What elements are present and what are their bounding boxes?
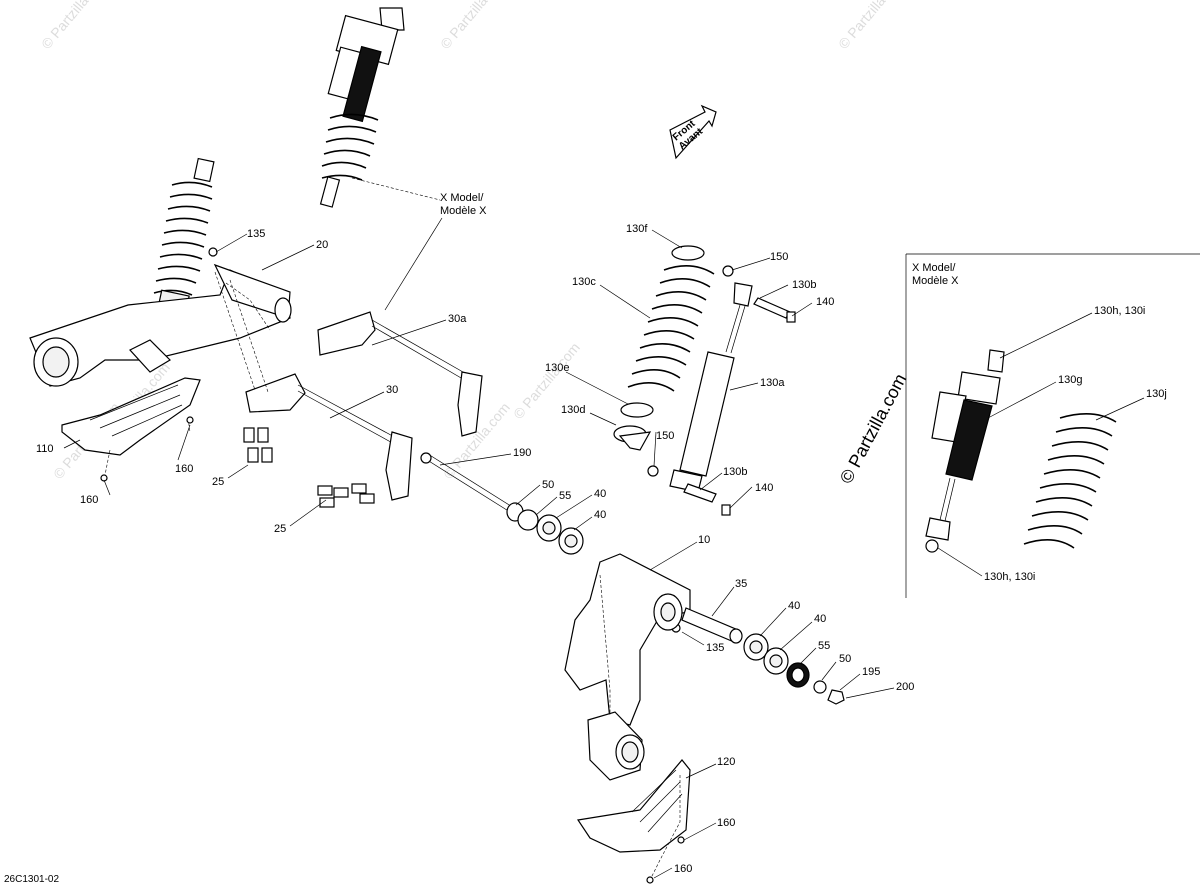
callout-25: 25 <box>274 523 286 535</box>
callout-130b: 130b <box>792 279 816 291</box>
callout-40: 40 <box>594 509 606 521</box>
callout-160: 160 <box>674 863 692 875</box>
callout-135: 135 <box>247 228 265 240</box>
x-model-leader: X Model/ Modèle X <box>351 177 487 311</box>
watermark-text: © Partzilla.com <box>835 0 908 52</box>
x-model-top-shock <box>319 7 405 208</box>
x-model-note-line1: X Model/ <box>440 192 484 204</box>
callout-50: 50 <box>839 653 851 665</box>
callout-160: 160 <box>175 463 193 475</box>
callout-130f: 130f <box>626 223 648 235</box>
watermark-text: © Partzilla.com <box>437 0 510 52</box>
inset-title-line2: Modèle X <box>912 275 959 287</box>
pivot-bracket-30a <box>317 311 483 437</box>
callout-50: 50 <box>542 479 554 491</box>
callout-130c: 130c <box>572 276 596 288</box>
left-skid-plate <box>61 377 201 456</box>
callout-leader-lines <box>63 229 1145 879</box>
callout-130b: 130b <box>723 466 747 478</box>
center-shock-130a <box>669 282 796 516</box>
callout-130h-130i: 130h, 130i <box>984 571 1035 583</box>
callout-30a: 30a <box>448 313 467 325</box>
bolts-25-left <box>243 427 273 463</box>
callout-140: 140 <box>755 482 773 494</box>
callout-150: 150 <box>770 251 788 263</box>
document-reference: 26C1301-02 <box>4 874 59 885</box>
callout-150: 150 <box>656 430 674 442</box>
callout-190: 190 <box>513 447 531 459</box>
callout-135: 135 <box>706 642 724 654</box>
callout-130h-130i: 130h, 130i <box>1094 305 1145 317</box>
callout-35: 35 <box>735 578 747 590</box>
callout-140: 140 <box>816 296 834 308</box>
callout-30: 30 <box>386 384 398 396</box>
callout-110: 110 <box>36 443 54 455</box>
callout-130a: 130a <box>760 377 785 389</box>
bolts-25-center <box>317 483 375 508</box>
inset-watermark: © Partzilla.com <box>836 370 911 486</box>
pivot-bracket-30 <box>245 373 413 501</box>
callout-195: 195 <box>862 666 880 678</box>
callout-130j: 130j <box>1146 388 1167 400</box>
callout-130g: 130g <box>1058 374 1082 386</box>
small-hardware <box>100 247 734 633</box>
callout-40: 40 <box>788 600 800 612</box>
callout-130e: 130e <box>545 362 569 374</box>
callout-25: 25 <box>212 476 224 488</box>
front-direction-arrow: Front Avant <box>669 104 717 160</box>
left-swing-arm <box>29 263 292 387</box>
callout-55: 55 <box>559 490 571 502</box>
callout-130d: 130d <box>561 404 585 416</box>
callout-20: 20 <box>316 239 328 251</box>
callout-160: 160 <box>80 494 98 506</box>
callout-40: 40 <box>814 613 826 625</box>
watermark-text: © Partzilla.com <box>38 0 111 52</box>
center-spring-assembly <box>613 245 715 451</box>
lower-skid-plate <box>576 759 691 884</box>
inset-title-line1: X Model/ <box>912 262 956 274</box>
callout-120: 120 <box>717 756 735 768</box>
callout-40: 40 <box>594 488 606 500</box>
callout-labels: 135 20 30a 30 110 160 160 25 25 190 50 5… <box>36 223 1167 875</box>
x-model-note-line2: Modèle X <box>440 205 487 217</box>
main-swing-arm-10 <box>564 553 691 781</box>
callout-160: 160 <box>717 817 735 829</box>
callout-55: 55 <box>818 640 830 652</box>
callout-10: 10 <box>698 534 710 546</box>
callout-200: 200 <box>896 681 914 693</box>
pivot-axle-190 <box>420 452 584 555</box>
sleeve-35-and-bearings <box>681 607 845 705</box>
